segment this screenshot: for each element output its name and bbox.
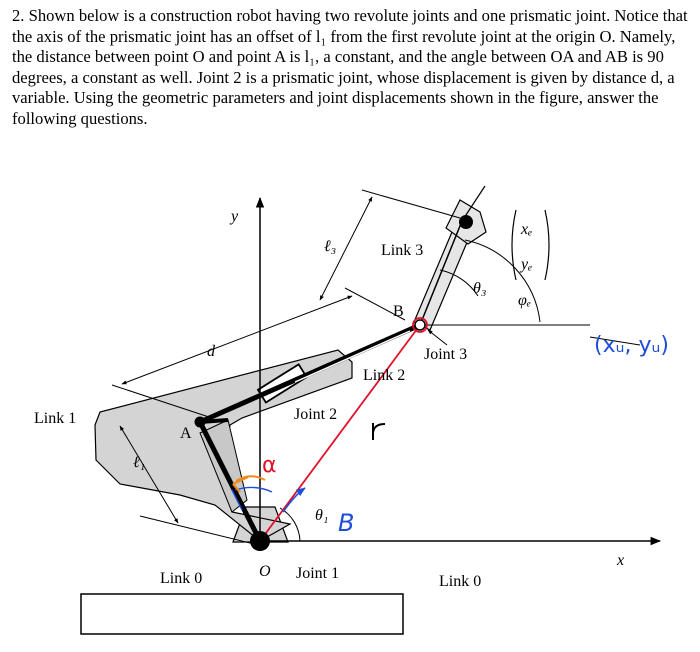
label-joint3: Joint 3 <box>424 346 467 363</box>
label-end-x: xₑ <box>520 221 532 238</box>
l3-ext <box>361 189 461 219</box>
label-dim-d: d <box>207 343 216 360</box>
link3-axis <box>419 220 463 326</box>
problem-body: Shown below is a construction robot havi… <box>12 6 688 128</box>
label-dim-l3: ℓ₃ <box>324 238 336 255</box>
blue-beta-arc <box>282 487 306 513</box>
handwritten-alpha: α <box>262 453 277 478</box>
problem-text: 2. Shown below is a construction robot h… <box>12 6 692 130</box>
ee-vector-bracket-right <box>544 209 550 281</box>
joint3-red-marker <box>412 317 428 333</box>
problem-statement: 2. Shown below is a construction robot h… <box>12 6 692 130</box>
handwritten-beta: B <box>338 509 354 537</box>
label-origin: O <box>259 563 271 580</box>
label-axis-x: x <box>616 552 624 569</box>
label-joint1: Joint 1 <box>296 565 339 582</box>
label-theta1: θ₁ <box>315 507 328 524</box>
label-point-a: A <box>180 425 192 442</box>
point-a <box>194 416 206 428</box>
red-r-mark <box>371 423 386 440</box>
label-link0-left: Link 0 <box>160 570 202 587</box>
joint3-pointer <box>427 329 448 346</box>
phi-e-arc <box>464 239 541 323</box>
joint1-origin <box>250 531 270 551</box>
ee-vector-bracket-left <box>511 209 517 281</box>
label-end-y: yₑ <box>519 256 532 273</box>
end-effector-point <box>459 215 473 229</box>
theta3-arc <box>439 269 479 297</box>
l1-ext <box>139 515 259 546</box>
label-point-b: B <box>393 303 404 320</box>
red-line-o-to-b <box>259 324 421 542</box>
link1-arm-oa <box>197 420 263 543</box>
wrist-leader-line <box>589 336 641 346</box>
label-link1: Link 1 <box>34 410 76 427</box>
label-link2: Link 2 <box>363 367 405 384</box>
handwritten-wrist-point: (xᵤ, yᵤ) <box>594 333 669 358</box>
problem-number: 2. <box>12 6 25 25</box>
blue-line-a <box>231 489 243 511</box>
orange-angle-mark <box>232 476 249 493</box>
dimension-l3 <box>319 196 373 301</box>
dimension-l1 <box>119 425 179 524</box>
joint3-b <box>414 319 426 331</box>
ground-base <box>80 593 404 635</box>
label-link3: Link 3 <box>381 242 423 259</box>
label-phi-e: φₑ <box>518 292 531 309</box>
label-dim-l1: ℓ₁ <box>133 454 145 471</box>
label-link0-right: Link 0 <box>439 573 481 590</box>
label-theta3: θ₃ <box>473 280 486 297</box>
orange-arc <box>235 475 266 482</box>
label-axis-y: y <box>229 208 239 225</box>
label-joint2: Joint 2 <box>294 406 337 423</box>
d-ext-1 <box>111 384 213 419</box>
dimension-d <box>121 295 353 385</box>
